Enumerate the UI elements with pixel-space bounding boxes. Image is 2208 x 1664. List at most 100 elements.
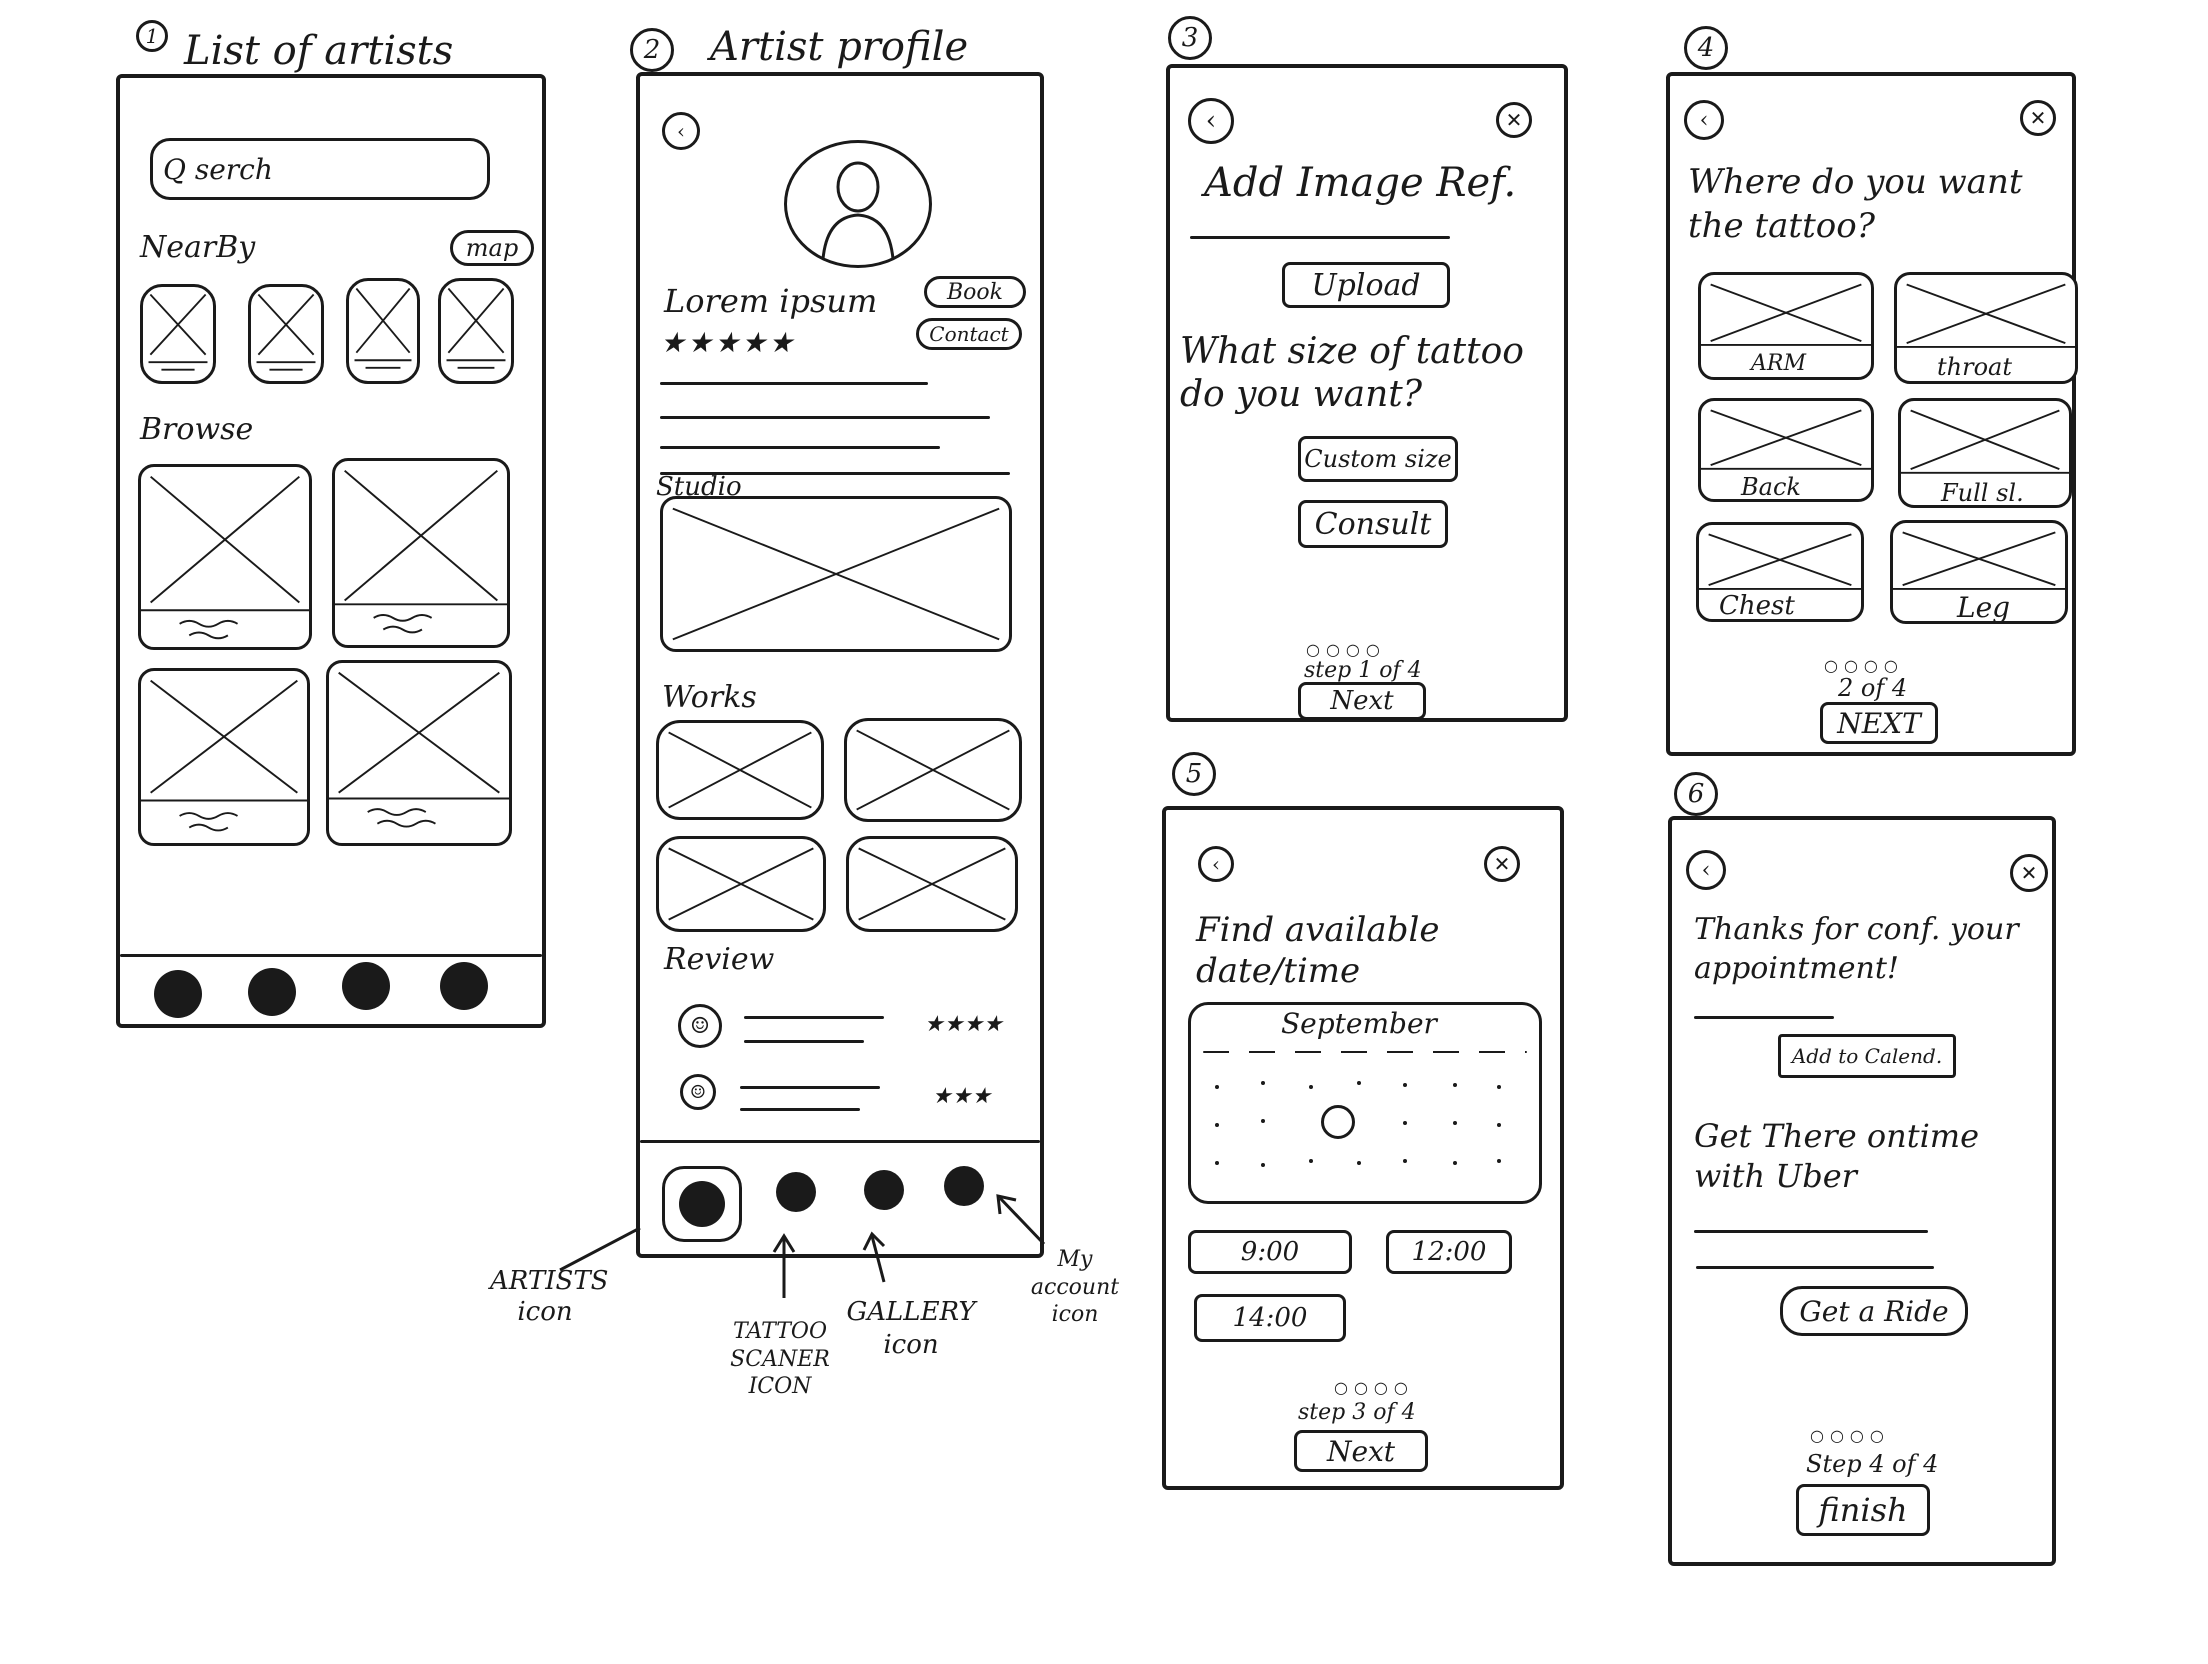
calendar-day[interactable]: [1497, 1159, 1501, 1163]
close-icon[interactable]: ✕: [1496, 102, 1532, 138]
nav-scanner-icon[interactable]: [248, 968, 296, 1016]
time-slot-3[interactable]: 14:00: [1194, 1294, 1346, 1342]
nav-gallery-icon[interactable]: [864, 1170, 904, 1210]
nearby-thumb-3[interactable]: [346, 278, 420, 384]
consult-button[interactable]: Consult: [1298, 500, 1448, 548]
browse-card-2[interactable]: [332, 458, 510, 648]
back-icon[interactable]: ‹: [1684, 100, 1724, 140]
nav-account-icon[interactable]: [944, 1166, 984, 1206]
calendar-day[interactable]: [1357, 1081, 1361, 1085]
thanks-underline: [1694, 1016, 1834, 1019]
search-input[interactable]: Q serch: [150, 138, 490, 200]
next-button[interactable]: Next: [1298, 682, 1426, 720]
calendar-day[interactable]: [1403, 1159, 1407, 1163]
option-full-sleeve[interactable]: Full sl.: [1898, 398, 2072, 508]
placement-question-text: Where do you want the tattoo?: [1688, 162, 2023, 247]
nav-account-icon[interactable]: [440, 962, 488, 1010]
nav-artists-icon: [679, 1181, 725, 1227]
nav-artists-icon[interactable]: [154, 970, 202, 1018]
option-arm[interactable]: ARM: [1698, 272, 1874, 380]
browse-card-4[interactable]: [326, 660, 512, 846]
calendar-day[interactable]: [1215, 1161, 1219, 1165]
avatar: [784, 140, 932, 268]
option-full-sleeve-label: Full sl.: [1941, 479, 2024, 507]
screen-4-number: 4: [1684, 26, 1728, 70]
nav-gallery-icon[interactable]: [342, 962, 390, 1010]
get-a-ride-button[interactable]: Get a Ride: [1780, 1286, 1968, 1336]
work-2[interactable]: [844, 718, 1022, 822]
calendar-day[interactable]: [1497, 1085, 1501, 1089]
review-label: Review: [664, 942, 775, 977]
date-question-text: Find available date/time: [1196, 910, 1440, 991]
browse-card-3[interactable]: [138, 668, 310, 846]
time-slot-2[interactable]: 12:00: [1386, 1230, 1512, 1274]
screen-5-frame: ‹ ✕ Find available date/time September 9…: [1162, 806, 1564, 1490]
back-icon[interactable]: ‹: [662, 112, 700, 150]
calendar-day[interactable]: [1215, 1085, 1219, 1089]
browse-card-1[interactable]: [138, 464, 312, 650]
calendar-day[interactable]: [1497, 1123, 1501, 1127]
nearby-thumb-4[interactable]: [438, 278, 514, 384]
time-slot-1[interactable]: 9:00: [1188, 1230, 1352, 1274]
custom-size-button[interactable]: Custom size: [1298, 436, 1458, 482]
back-icon[interactable]: ‹: [1686, 850, 1726, 890]
calendar-day[interactable]: [1453, 1083, 1457, 1087]
close-icon[interactable]: ✕: [2020, 100, 2056, 136]
option-leg-label: Leg: [1957, 591, 2011, 624]
studio-image[interactable]: [660, 496, 1012, 652]
option-chest[interactable]: Chest: [1696, 522, 1864, 622]
finish-button[interactable]: finish: [1796, 1484, 1930, 1536]
annotation-tattoo: TATTOO SCANER ICON: [720, 1318, 840, 1401]
screen-2-number: 2: [630, 28, 674, 72]
calendar-day[interactable]: [1403, 1083, 1407, 1087]
calendar-day[interactable]: [1453, 1121, 1457, 1125]
calendar-day[interactable]: [1309, 1159, 1313, 1163]
review-1-line-b: [744, 1040, 864, 1043]
calendar-day[interactable]: [1261, 1119, 1265, 1123]
thanks-message: Thanks for conf. your appointment!: [1694, 910, 2048, 988]
calendar-day[interactable]: [1309, 1085, 1313, 1089]
bio-line-4: [660, 472, 1010, 475]
add-to-calendar-button[interactable]: Add to Calend.: [1778, 1034, 1956, 1078]
close-icon[interactable]: ✕: [2010, 854, 2048, 892]
option-leg[interactable]: Leg: [1890, 520, 2068, 624]
option-throat-label: throat: [1937, 353, 2012, 381]
calendar-day[interactable]: [1261, 1081, 1265, 1085]
close-icon[interactable]: ✕: [1484, 846, 1520, 882]
calendar[interactable]: September: [1188, 1002, 1542, 1204]
nearby-thumb-1[interactable]: [140, 284, 216, 384]
map-button[interactable]: map: [450, 230, 534, 266]
next-button[interactable]: NEXT: [1820, 702, 1938, 744]
option-arm-label: ARM: [1751, 351, 1806, 376]
step-label: step 3 of 4: [1298, 1400, 1416, 1425]
size-question-text: What size of tattoo do you want?: [1180, 331, 1524, 416]
next-button[interactable]: Next: [1294, 1430, 1428, 1472]
nav-scanner-icon[interactable]: [776, 1172, 816, 1212]
annotation-gallery-text: GALLERY icon: [846, 1297, 976, 1360]
works-label: Works: [662, 680, 757, 715]
book-button[interactable]: Book: [924, 276, 1026, 308]
calendar-day[interactable]: [1261, 1163, 1265, 1167]
calendar-day[interactable]: [1215, 1123, 1219, 1127]
upload-button[interactable]: Upload: [1282, 262, 1450, 308]
contact-button[interactable]: Contact: [916, 318, 1022, 350]
calendar-day-selected[interactable]: [1321, 1105, 1355, 1139]
back-icon[interactable]: ‹: [1198, 846, 1234, 882]
bottom-nav-divider: [120, 954, 542, 957]
calendar-day[interactable]: [1453, 1161, 1457, 1165]
nearby-thumb-2[interactable]: [248, 284, 324, 384]
work-3[interactable]: [656, 836, 826, 932]
screen-3-frame: ‹ ✕ Add Image Ref. Upload What size of t…: [1166, 64, 1568, 722]
heading-underline: [1190, 236, 1450, 239]
option-back[interactable]: Back: [1698, 398, 1874, 502]
option-throat[interactable]: throat: [1894, 272, 2078, 384]
calendar-day[interactable]: [1357, 1161, 1361, 1165]
calendar-day[interactable]: [1403, 1121, 1407, 1125]
screen-1-title: List of artists: [184, 28, 454, 74]
work-4[interactable]: [846, 836, 1018, 932]
work-1[interactable]: [656, 720, 824, 820]
reviewer-2-avatar-icon: ☺: [680, 1074, 716, 1110]
nav-artists-active[interactable]: [662, 1166, 742, 1242]
browse-label: Browse: [140, 412, 254, 447]
back-icon[interactable]: ‹: [1188, 98, 1234, 144]
